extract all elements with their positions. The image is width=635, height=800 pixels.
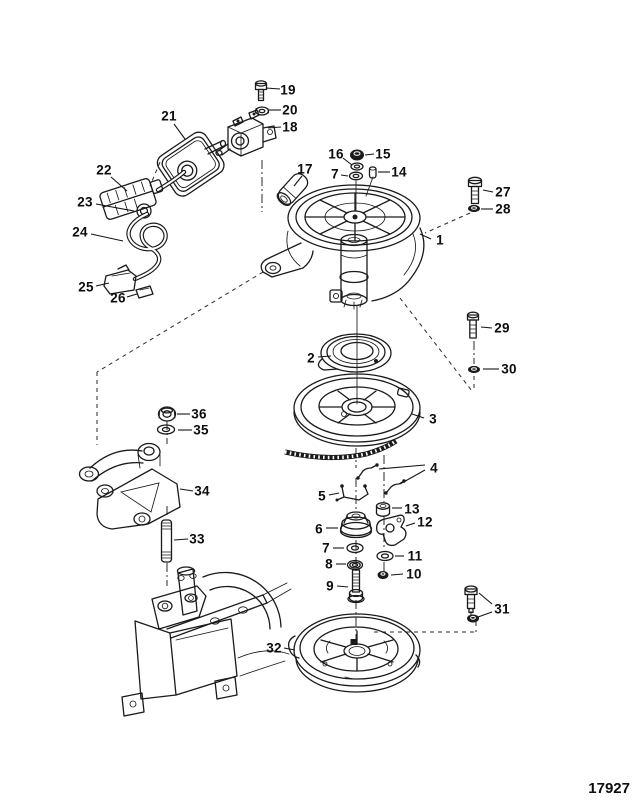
bolt-19-drawing <box>254 80 268 102</box>
part-callout-25-7: 25 <box>78 279 94 295</box>
wire-spring-5-drawing <box>335 484 369 502</box>
part-callout-16-10: 16 <box>328 146 344 162</box>
part-callout-3-20: 3 <box>429 411 437 427</box>
callout-leader-lines <box>90 87 499 651</box>
pin-14-drawing <box>368 166 377 179</box>
part-callout-29-17: 29 <box>494 320 510 336</box>
washer-28-drawing <box>468 204 480 213</box>
part-callout-9-30: 9 <box>326 578 334 594</box>
bolt-29-drawing <box>466 311 480 339</box>
washer-16-drawing <box>350 162 364 171</box>
part-callout-6-24: 6 <box>315 521 323 537</box>
bracket-18-drawing <box>215 109 277 157</box>
lanyard-cord-24-drawing <box>126 211 168 282</box>
part-callout-2-19: 2 <box>307 350 315 366</box>
clip-25-drawing <box>103 264 137 295</box>
starter-housing-1-drawing <box>260 184 425 310</box>
bracket-34-drawing <box>78 442 181 530</box>
part-callout-27-15: 27 <box>495 184 511 200</box>
flywheel-32-drawing <box>287 613 421 693</box>
part-callout-21-3: 21 <box>161 108 177 124</box>
bolt-27-drawing <box>467 176 483 205</box>
part-callout-32-32: 32 <box>266 640 282 656</box>
washer-7-lower-drawing <box>346 542 364 554</box>
part-callout-23-5: 23 <box>77 194 93 210</box>
part-callout-15-11: 15 <box>375 146 391 162</box>
part-callout-26-8: 26 <box>110 290 126 306</box>
part-callout-10-29: 10 <box>406 566 422 582</box>
figure-number: 17927 <box>588 780 630 797</box>
nut-10-drawing <box>377 571 389 579</box>
part-callout-4-21: 4 <box>430 460 438 476</box>
washer-8-drawing <box>346 559 364 571</box>
part-callout-31-31: 31 <box>494 601 510 617</box>
pawl-12-drawing <box>376 514 407 547</box>
part-callout-24-6: 24 <box>72 224 88 240</box>
part-callout-33-36: 33 <box>189 531 205 547</box>
part-callout-14-13: 14 <box>391 164 407 180</box>
part-callout-7-26: 7 <box>322 540 330 556</box>
sheave-3-drawing <box>284 373 421 461</box>
bolt-31-drawing <box>464 585 479 623</box>
part-callout-30-18: 30 <box>501 361 517 377</box>
part-callout-11-27: 11 <box>407 548 423 564</box>
handle-17-drawing <box>276 173 309 206</box>
clips-4-drawing <box>356 463 406 495</box>
link-26-drawing <box>135 285 154 299</box>
part-callout-35-34: 35 <box>193 422 209 438</box>
recoil-spring-2-drawing <box>317 333 392 373</box>
part-callout-5-22: 5 <box>318 488 326 504</box>
plate-21-stub <box>204 139 227 155</box>
bolt-9-drawing <box>347 569 365 604</box>
spool-6-drawing <box>339 511 373 539</box>
part-callout-1-14: 1 <box>436 232 444 248</box>
washer-35-drawing <box>156 424 176 435</box>
part-callout-19-0: 19 <box>280 82 296 98</box>
powerhead-block-drawing <box>121 566 292 717</box>
part-callout-34-35: 34 <box>194 483 210 499</box>
part-callout-12-25: 12 <box>417 514 433 530</box>
plate-21-drawing <box>156 131 225 197</box>
part-callout-28-16: 28 <box>495 201 511 217</box>
part-callout-7-12: 7 <box>331 166 339 182</box>
nut-36-drawing <box>157 406 177 422</box>
part-callout-20-1: 20 <box>282 102 298 118</box>
bushing-13-drawing <box>375 502 391 517</box>
part-callout-18-2: 18 <box>282 119 298 135</box>
part-callout-13-23: 13 <box>404 501 420 517</box>
part-callout-17-9: 17 <box>297 161 313 177</box>
connector-22-drawing <box>99 178 164 220</box>
part-callout-8-28: 8 <box>325 556 333 572</box>
part-callout-36-33: 36 <box>191 406 207 422</box>
washer-30-drawing <box>468 365 480 374</box>
part-callout-22-4: 22 <box>96 162 112 178</box>
nut-15-drawing <box>350 149 364 161</box>
washer-11-drawing <box>376 550 394 562</box>
stud-33-drawing <box>160 519 173 563</box>
washer-7-upper-drawing <box>348 171 364 181</box>
